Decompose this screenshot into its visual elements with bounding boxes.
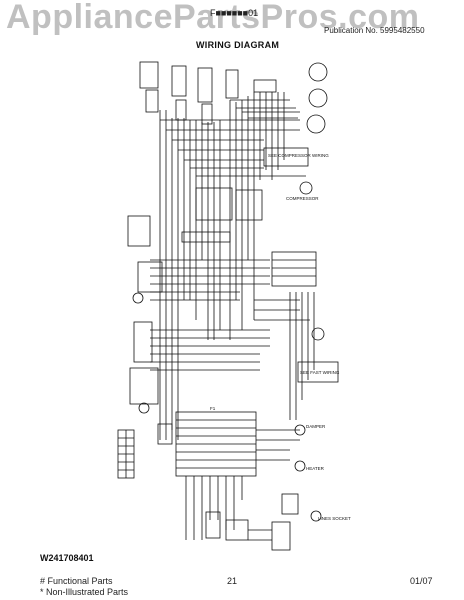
component-block xyxy=(205,511,221,539)
connector-block xyxy=(197,67,213,103)
component-block xyxy=(129,367,159,405)
footer-non-illustrated: * Non-Illustrated Parts xyxy=(40,587,129,597)
label-compressor: COMPRESSOR xyxy=(286,196,319,201)
fan-motor xyxy=(308,62,328,82)
watermark-logo: AppliancePartsPros.com xyxy=(6,0,420,36)
label-damper: DAMPER xyxy=(306,424,326,429)
model-number: F■■■■■■01 xyxy=(210,8,259,18)
heater-icon xyxy=(294,460,306,472)
component-block xyxy=(157,423,173,445)
publication-number: Publication No. 5995482550 xyxy=(324,26,425,35)
component-block xyxy=(137,261,163,293)
label-lines-socket: LINES SOCKET xyxy=(318,516,351,521)
label-heater: HEATER xyxy=(306,466,325,471)
switch-icon xyxy=(138,402,150,414)
connector-block xyxy=(139,61,159,89)
label-compressor-wiring: SEE COMPRESSOR WIRING xyxy=(268,153,329,158)
footer-date: 01/07 xyxy=(410,576,433,586)
diagram-code: W241708401 xyxy=(40,553,94,563)
compressor-icon xyxy=(299,181,313,195)
damper-motor xyxy=(311,327,325,341)
connector-block xyxy=(171,65,187,97)
relay-box xyxy=(253,79,277,93)
switch-icon xyxy=(310,510,322,522)
component-block xyxy=(271,521,291,551)
page-title: WIRING DIAGRAM xyxy=(196,40,280,50)
page-number: 21 xyxy=(227,576,238,586)
damper-icon xyxy=(294,424,306,436)
component-block xyxy=(281,493,299,515)
connector-strip xyxy=(181,231,231,243)
component-block xyxy=(127,215,151,247)
fast-wiring-box xyxy=(297,361,339,383)
control-connector xyxy=(235,189,263,221)
connector-block xyxy=(225,69,239,99)
control-connector xyxy=(195,187,233,221)
connector-block xyxy=(175,99,187,121)
component-block xyxy=(133,321,153,363)
compressor-wiring-box xyxy=(263,147,309,167)
component-block xyxy=(225,519,249,541)
switch-icon xyxy=(132,292,144,304)
connector-block xyxy=(145,89,159,113)
label-fast-wiring: SEE FAST WIRING xyxy=(300,370,340,375)
fan-motor xyxy=(306,114,326,134)
footer-functional: # Functional Parts xyxy=(40,576,113,586)
right-connector xyxy=(271,251,317,287)
fan-motor xyxy=(308,88,328,108)
label-f1: F1 xyxy=(210,406,216,411)
connector-block xyxy=(201,103,213,125)
